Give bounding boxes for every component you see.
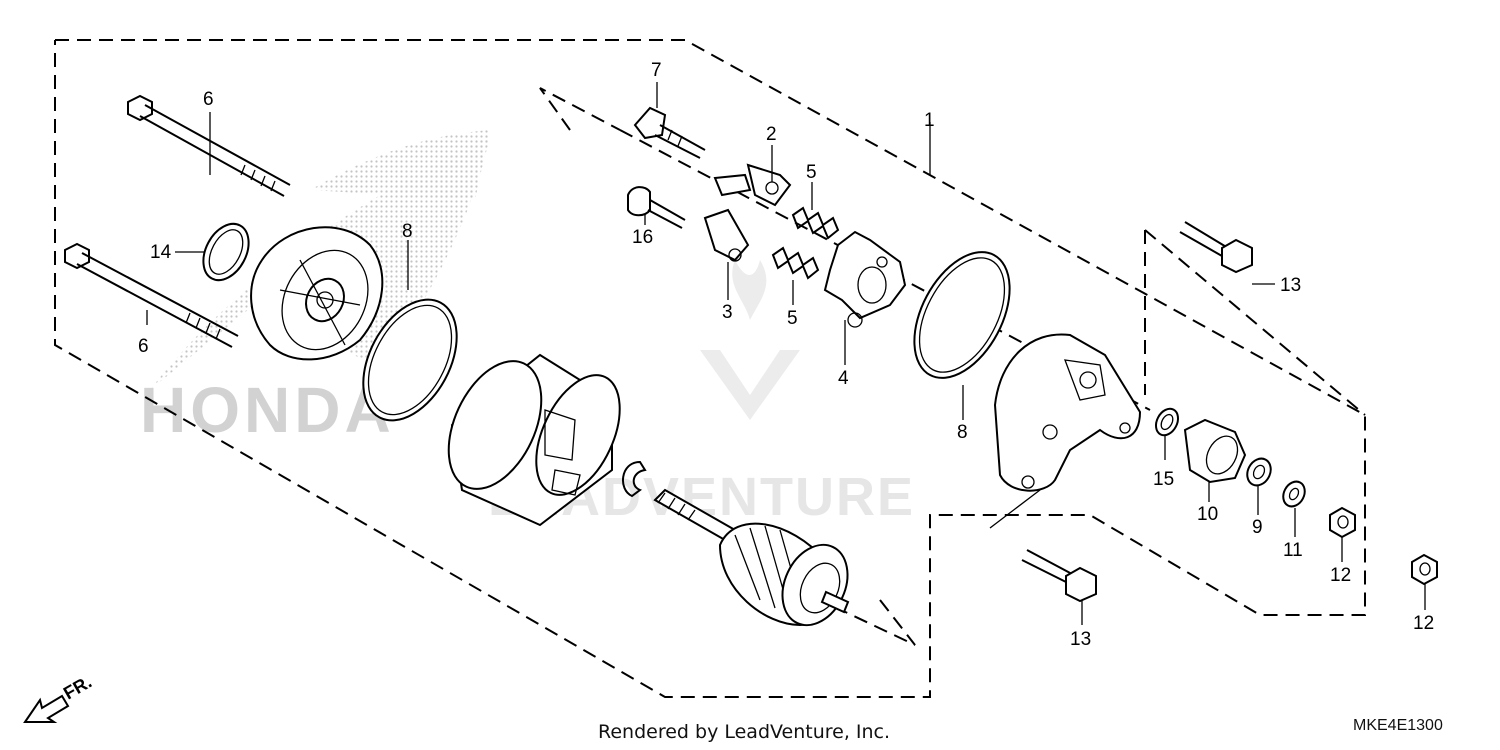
through-bolt-upper	[127, 94, 291, 197]
o-ring-small-inner	[208, 229, 244, 275]
brush-spring-upper	[791, 206, 840, 240]
callout-5-lower[interactable]: 5	[787, 308, 798, 329]
callout-10[interactable]: 10	[1197, 504, 1218, 525]
o-ring-large-right	[913, 251, 1011, 379]
leader-lines	[146, 82, 1426, 625]
retaining-clip	[622, 460, 647, 498]
callout-12-outer[interactable]: 12	[1413, 613, 1434, 634]
callout-14[interactable]: 14	[150, 242, 172, 263]
front-arrow-icon	[23, 694, 70, 723]
front-direction-label: FR.	[60, 672, 95, 704]
washer	[1282, 480, 1306, 508]
flange-nut-outer	[1411, 553, 1438, 586]
rear-cover	[250, 226, 384, 361]
callout-15[interactable]: 15	[1153, 469, 1174, 490]
assembly-outline	[54, 39, 1366, 698]
front-cover-bracket	[993, 333, 1142, 492]
drive-gear	[1183, 418, 1247, 484]
brush-holder-screw	[627, 186, 686, 229]
o-ring-large-left	[362, 298, 458, 422]
spacer	[1246, 457, 1272, 487]
armature	[653, 488, 850, 627]
o-ring-large-right-inner	[918, 257, 1006, 373]
brush-upper	[713, 163, 792, 207]
callout-9[interactable]: 9	[1252, 517, 1263, 538]
motor-yoke	[447, 353, 621, 527]
front-direction-indicator: FR.	[23, 672, 95, 723]
flange-nut-inner	[1329, 506, 1356, 539]
callout-11[interactable]: 11	[1283, 540, 1303, 561]
o-ring-large-left-inner	[367, 304, 453, 416]
o-ring-small	[202, 222, 250, 282]
terminal-bolt	[633, 106, 706, 159]
callout-5-upper[interactable]: 5	[806, 162, 817, 183]
mounting-bolt-lower	[1021, 549, 1097, 603]
callout-13-lower[interactable]: 13	[1070, 629, 1091, 650]
callout-3[interactable]: 3	[722, 302, 733, 323]
callout-7[interactable]: 7	[651, 60, 662, 81]
callout-1[interactable]: 1	[924, 110, 935, 131]
callout-8-right[interactable]: 8	[957, 422, 968, 443]
mounting-bolt-upper	[1179, 221, 1253, 274]
lock-washer	[1154, 407, 1180, 437]
brush-holder	[823, 230, 907, 328]
callout-2[interactable]: 2	[766, 124, 777, 145]
callout-16[interactable]: 16	[632, 227, 653, 248]
callout-6-upper[interactable]: 6	[203, 89, 214, 110]
render-credit: Rendered by LeadVenture, Inc.	[598, 721, 890, 743]
callout-labels: 6 6 14 8 7 2 5 16 3 5 4 1 8 13 15 10 9 1…	[138, 60, 1434, 650]
callout-13-upper[interactable]: 13	[1280, 275, 1301, 296]
through-bolt-lower	[64, 242, 239, 348]
callout-8-left[interactable]: 8	[402, 221, 413, 242]
honda-logo-text: HONDA	[140, 374, 395, 446]
brush-lower	[703, 208, 750, 262]
brush-spring-lower	[771, 246, 820, 280]
callout-4[interactable]: 4	[838, 368, 849, 389]
diagram-code: MKE4E1300	[1353, 717, 1443, 734]
callout-6-lower[interactable]: 6	[138, 336, 149, 357]
callout-12-inner[interactable]: 12	[1330, 565, 1351, 586]
